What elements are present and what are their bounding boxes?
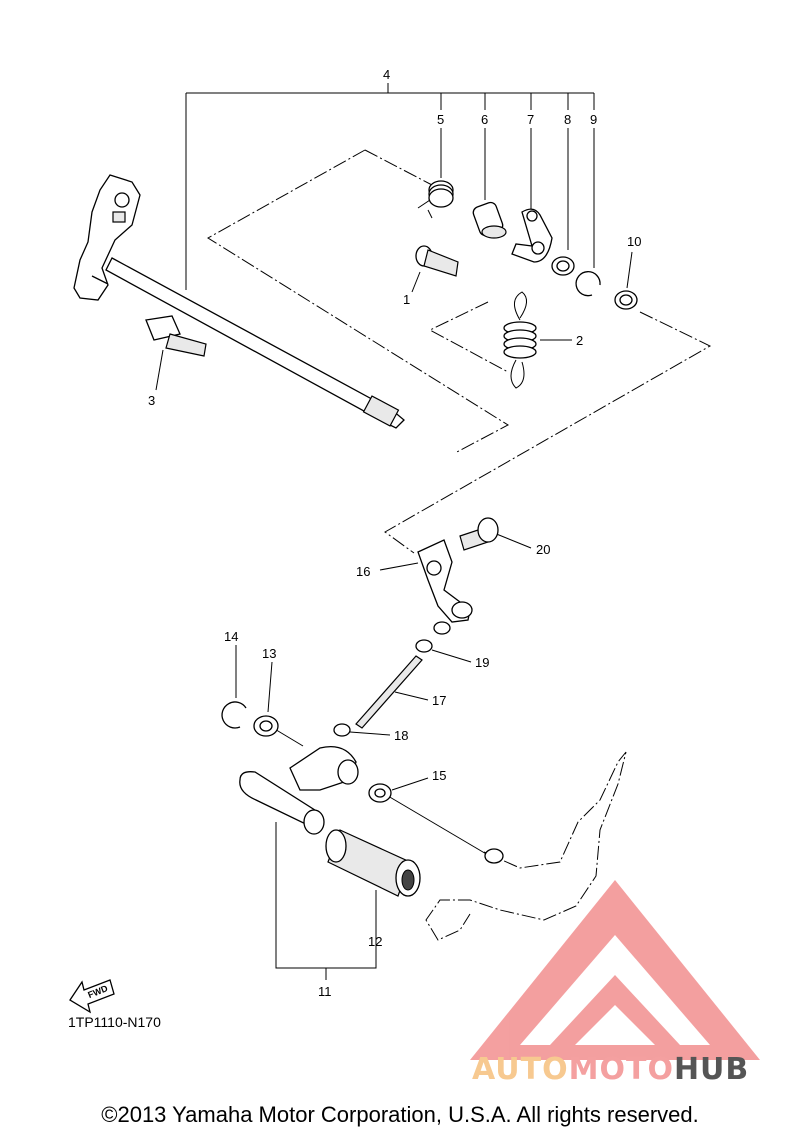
torsion-spring-part	[417, 180, 454, 219]
pedal-bracket-outline	[425, 751, 627, 941]
shift-arm-part	[417, 539, 473, 623]
part-label-6: 6	[481, 112, 488, 127]
forward-arrow-icon: FWD	[69, 979, 115, 1014]
part-label-20: 20	[536, 542, 550, 557]
watermark-logo-icon	[470, 880, 760, 1060]
part-label-11: 11	[318, 984, 332, 999]
part-label-16: 16	[356, 564, 370, 579]
washer-part-8	[551, 256, 575, 276]
diagram-code: 1TP1110-N170	[68, 1014, 161, 1030]
watermark-moto: MOTO	[568, 1052, 674, 1087]
nut-part-19	[415, 621, 451, 653]
part-label-1: 1	[403, 292, 410, 307]
callout-bracket-4	[185, 83, 595, 290]
part-label-13: 13	[262, 646, 276, 661]
part-label-10: 10	[627, 234, 641, 249]
assembly-outline-upper	[207, 149, 712, 554]
part-label-8: 8	[564, 112, 571, 127]
part-label-4: 4	[383, 67, 390, 82]
washer-part-10	[614, 290, 638, 310]
part-number-labels: 4 5 6 7 8 9 10 1 2 3 20 16 14 13 19 17 1…	[148, 67, 641, 999]
part-label-7: 7	[527, 112, 534, 127]
part-label-9: 9	[590, 112, 597, 127]
stud-bolt-part	[145, 315, 207, 357]
tension-spring-part	[503, 291, 537, 389]
part-label-3: 3	[148, 393, 155, 408]
part-label-15: 15	[432, 768, 446, 783]
part-label-18: 18	[394, 728, 408, 743]
watermark-auto: AUTO	[472, 1052, 569, 1087]
shift-shaft-part	[73, 174, 405, 429]
bolt-part-20	[459, 517, 499, 551]
shift-pedal-rubber-part	[325, 829, 421, 897]
part-label-19: 19	[475, 655, 489, 670]
part-label-14: 14	[224, 629, 238, 644]
watermark-hub: HUB	[673, 1052, 750, 1087]
part-label-12: 12	[368, 934, 382, 949]
shift-pedal-lever-part	[239, 745, 359, 835]
circlip-part-9	[575, 271, 601, 297]
nut-part-18	[333, 723, 351, 737]
washer-part-13	[253, 715, 279, 737]
stopper-lever-part	[511, 208, 553, 263]
circlip-part-14	[221, 701, 247, 729]
collar-part	[472, 201, 507, 239]
leader-lines	[155, 128, 633, 980]
part-label-5: 5	[437, 112, 444, 127]
bolt-part-1	[415, 245, 459, 277]
shift-rod-part	[355, 655, 423, 729]
watermark-text: AUTOMOTOHUB	[472, 1052, 749, 1087]
copyright-notice: ©2013 Yamaha Motor Corporation, U.S.A. A…	[101, 1102, 699, 1127]
washer-part-15	[368, 783, 392, 803]
part-label-2: 2	[576, 333, 583, 348]
part-label-17: 17	[432, 693, 446, 708]
